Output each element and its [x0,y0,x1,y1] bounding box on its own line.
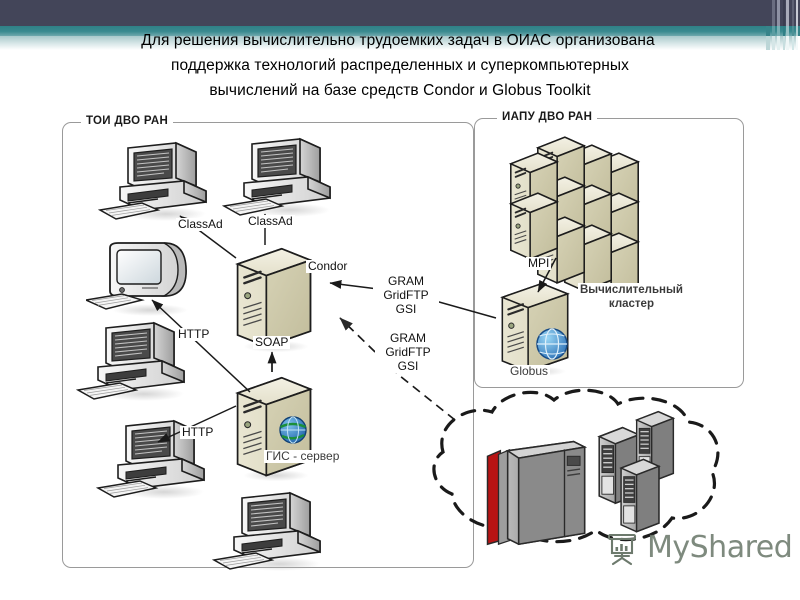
title-line-1: Для решения вычислительно трудоемких зад… [141,32,655,49]
workstation-top-left [99,142,207,222]
header-stripe-decoration [754,0,800,50]
label-http-top: HTTP [176,327,212,341]
header-teal-bar [0,26,800,36]
projector-screen-icon [607,533,637,566]
label-gram-upper-line-3: GSI [395,302,417,316]
label-gram-upper-line-1: GRAM [388,274,424,288]
connector-mpi [537,257,557,293]
globe-icon [279,416,307,444]
cloud-mainframe [486,440,586,546]
panel-iapu-dvo-ran: ИАПУ ДВО РАН [474,111,744,388]
panel-right-title: ИАПУ ДВО РАН [497,111,598,123]
label-gram-lower: GRAM GridFTP GSI [375,331,441,373]
gis-server [236,376,312,483]
globus-server [501,282,569,378]
label-soap: SOAP [253,335,291,349]
workstation-crt [86,242,189,317]
label-classad-left: ClassAd [176,217,225,231]
label-condor: Condor [306,259,350,273]
watermark: MyShared [603,527,793,567]
watermark-text: MyShared [647,529,793,565]
label-gram-lower-line-3: GSI [397,359,419,373]
label-gram-lower-line-1: GRAM [390,331,426,345]
workstation-bottom [213,492,321,572]
workstation-top-right [223,138,331,218]
label-cluster-line-2: кластер [608,298,654,310]
label-http-bottom: HTTP [180,425,216,439]
globus-globe-icon [536,328,568,360]
label-gram-upper: GRAM GridFTP GSI [373,274,439,316]
grid-cloud [432,388,720,546]
title-line-3: вычислений на базе средств Condor и Glob… [209,82,591,99]
label-gis-server: ГИС - сервер [264,449,342,463]
label-globus: Globus [508,364,551,378]
label-gram-lower-line-2: GridFTP [385,345,431,359]
connector-gram-dashed [339,317,456,421]
title-line-2: поддержка технологий распределенных и су… [171,57,629,74]
header-fade-bar [0,36,800,50]
label-classad-right: ClassAd [246,214,295,228]
label-compute-cluster: Вычислительный кластер [578,283,685,311]
slide-title: Для решения вычислительно трудоемких зад… [40,28,760,103]
label-mpi: MPI [526,256,552,270]
header-dark-bar [0,0,800,26]
compute-cluster [509,136,640,300]
workstation-mid-left [77,322,185,402]
label-gram-upper-line-2: GridFTP [383,288,429,302]
cloud-tower-server-3 [620,458,660,533]
label-cluster-line-1: Вычислительный [580,284,683,296]
panel-left-title: ТОИ ДВО РАН [81,115,174,127]
